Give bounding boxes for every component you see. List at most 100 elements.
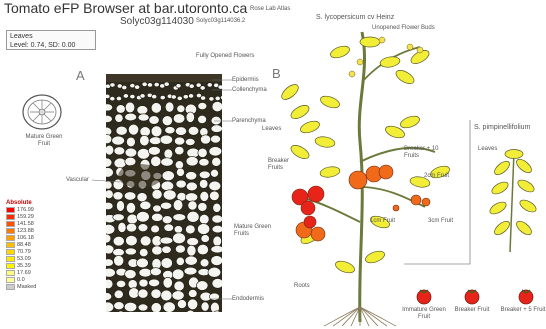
label-breaker-5-fruit: Breaker + 5 Fruit [500,307,546,314]
tissue-cell [148,147,160,156]
label-vascular: Vascular [66,177,89,183]
legend-row: 141.58 [6,220,42,227]
tissue-cell [173,214,186,221]
leaf-shape [319,165,340,178]
tissue-cell [103,135,112,144]
legend-swatch [6,263,15,269]
expression-legend: Absolute 176.99159.29141.58123.88106.188… [6,200,42,290]
immature-green-fruit-icon[interactable] [414,286,434,306]
legend-value: 123.88 [17,228,34,234]
tissue-cell [101,158,112,167]
breaker-5-fruit-icon[interactable] [516,286,536,306]
tissue-cell [140,135,150,146]
tissue-cell [129,288,140,299]
legend-row: 70.79 [6,248,42,255]
tissue-cell [153,205,162,212]
tissue-cell [114,147,125,155]
tissue-cell [128,280,137,289]
leaf-shape [279,82,301,103]
legend-row: 88.48 [6,241,42,248]
legend-swatch [6,242,15,248]
tissue-cell [149,116,159,125]
tissue-cell [118,222,126,232]
leaf-shape [364,249,386,265]
panel-a-label: A [76,68,85,83]
label-1cm-fruit: 1cm Fruit [370,218,395,224]
tissue-cell [137,193,147,202]
pimpinellifolium-leaf-diagram[interactable] [480,148,546,258]
fruit-shape [308,186,324,202]
tissue-cell [152,94,157,98]
tissue-cell [138,224,148,232]
legend-row: 17.69 [6,269,42,276]
tissue-cell [185,138,195,145]
tissue-cell [163,302,175,313]
tissue-cell [140,94,145,98]
tissue-cell [160,237,173,244]
tissue-cell [103,268,115,277]
tissue-cell [138,114,149,121]
tissue-cell [160,95,165,99]
label-epidermis: Epidermis [232,77,259,83]
tissue-cell [138,304,148,311]
tissue-cell [138,314,151,318]
tissue-cell [102,234,111,243]
tissue-cell [186,156,198,165]
tissue-cell [172,269,184,280]
legend-value: 106.18 [17,235,34,241]
tissue-cell [102,104,113,111]
breaker-fruit-icon[interactable] [462,286,482,306]
tissue-cell [126,202,135,213]
tissue-cell [130,83,135,87]
legend-row: 176.99 [6,206,42,213]
legend-row: Masked [6,283,42,290]
tissue-cell [151,126,162,137]
tissue-cell [136,258,148,268]
tissue-cell [185,193,197,202]
legend-value: 159.29 [17,214,34,220]
tissue-cell [186,172,197,180]
tissue-cell [161,258,172,269]
fruit-cross-section-icon[interactable] [20,92,64,132]
legend-swatch [6,228,15,234]
tissue-cell [151,156,161,166]
tissue-cell [102,115,112,122]
tissue-cell [151,225,160,233]
root-line [342,307,360,326]
legend-value: 141.58 [17,221,34,227]
tissue-cell [149,279,160,287]
tissue-cell [126,223,136,232]
info-tissue: Leaves [10,32,92,41]
tissue-cell [138,289,148,298]
tissue-cell [188,289,197,297]
tissue-cell [125,270,137,279]
label-parenchyma: Parenchyma [232,118,266,124]
tissue-cell [163,313,176,318]
label-breaker-fruit: Breaker Fruit [452,307,492,314]
tissue-cell [137,148,149,159]
tissue-cell [171,95,176,99]
tissue-cell [186,310,195,318]
tissue-cell [176,257,184,265]
tissue-cell [188,94,193,98]
fruit-shape [304,216,316,228]
lab-atlas-label: Rose Lab Atlas [250,6,290,12]
leaf-shape [492,219,512,237]
tissue-cell [151,289,161,299]
tissue-cell [116,105,125,114]
gene-id: Solyc03g114030 [120,16,194,27]
tissue-cell [160,135,172,144]
tissue-cell [187,245,196,256]
tissue-cell [187,238,199,246]
tissue-cell [164,149,173,159]
leaf-shape [329,44,351,60]
tissue-cell [185,256,197,265]
tissue-cell [162,171,174,181]
tissue-cell [151,103,161,113]
tissue-cell [165,102,174,112]
leaf-shape [518,198,538,215]
tissue-cell [140,236,151,246]
vascular-region [118,164,162,188]
flower-shape [407,44,413,50]
tissue-cell [139,248,148,256]
